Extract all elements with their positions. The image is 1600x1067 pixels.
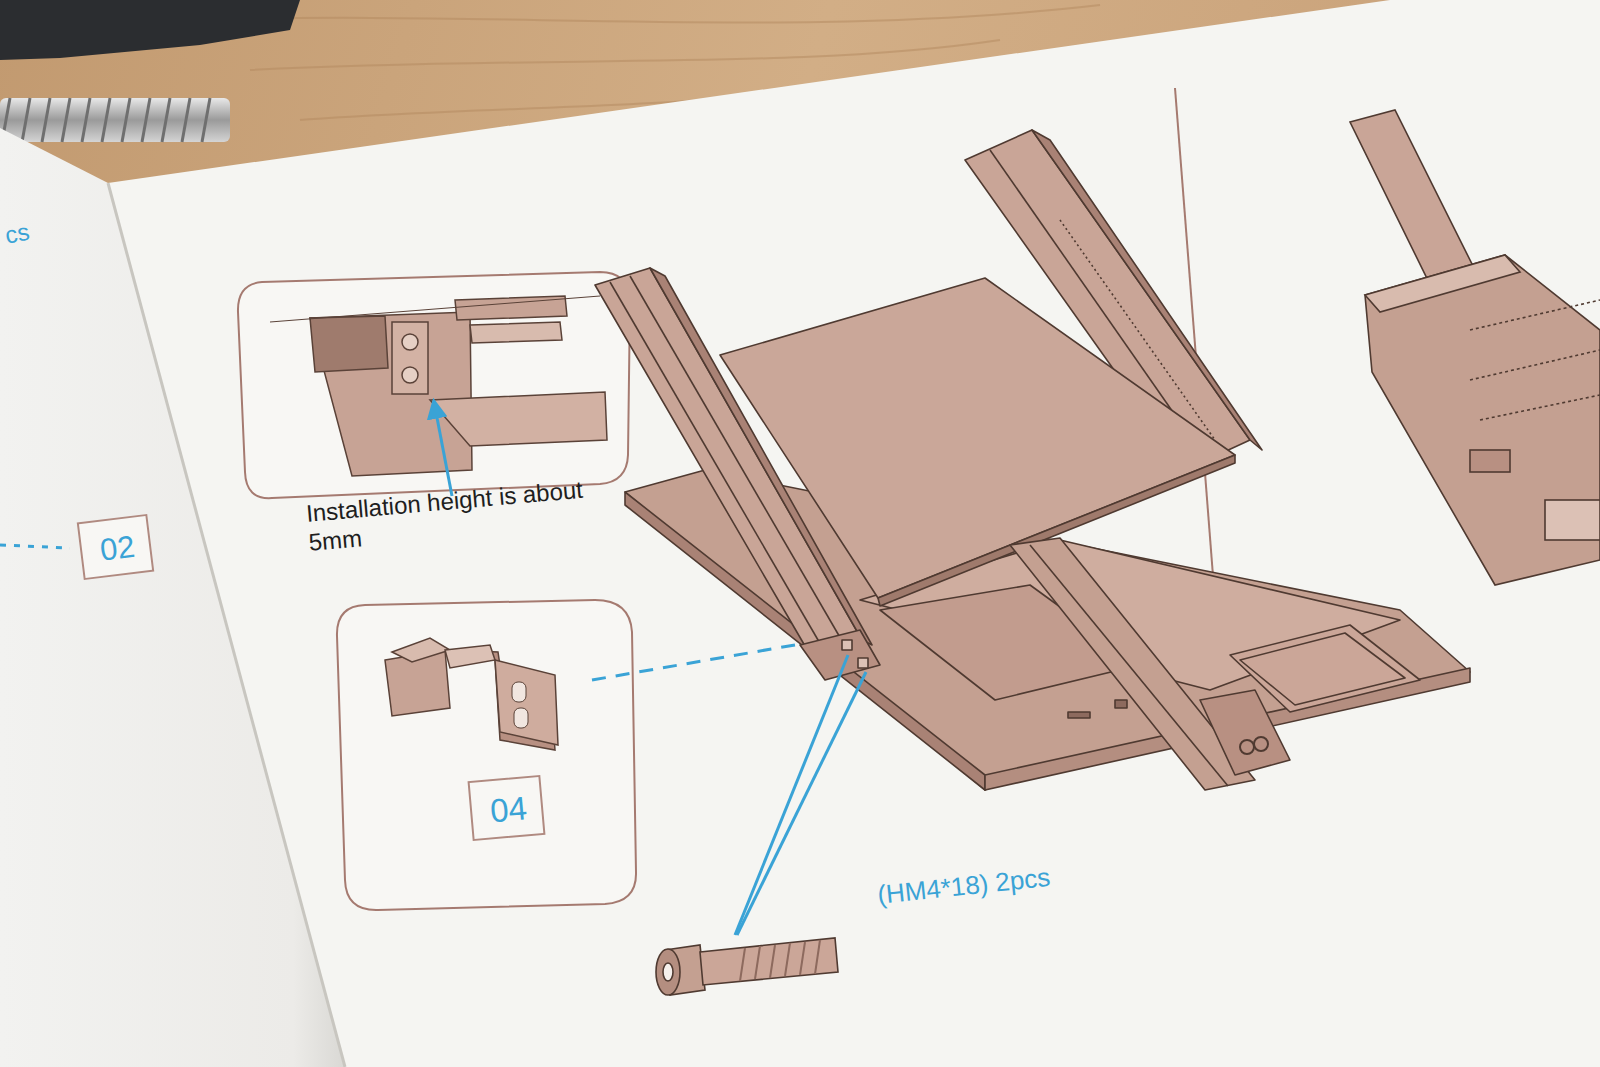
drawing-part <box>630 276 845 646</box>
drawing-part <box>514 708 528 728</box>
drawing-part <box>238 272 630 498</box>
printer-drawing <box>595 130 1470 790</box>
drawing-part <box>42 98 50 142</box>
drawing-part <box>1115 700 1127 708</box>
logo-symbol <box>1240 737 1268 754</box>
drawing-part <box>735 655 848 935</box>
drawing-part <box>470 322 562 343</box>
black-part <box>0 0 300 60</box>
left-page <box>0 128 345 1067</box>
drawing-part <box>1545 500 1600 540</box>
drawing-part <box>1200 690 1290 775</box>
screw-drawing <box>656 938 838 995</box>
drawing-part <box>142 98 150 142</box>
leader-line <box>735 655 866 935</box>
lead-screw <box>0 98 230 142</box>
drawing-part <box>1480 395 1600 420</box>
drawing-part <box>1240 633 1405 705</box>
drawing-part <box>122 98 130 142</box>
detail-inset <box>238 272 630 498</box>
drawing-part <box>495 660 558 745</box>
drawing-part <box>1365 255 1600 585</box>
step-number: 02 <box>98 529 133 569</box>
drawing-part <box>445 645 495 668</box>
leader-line <box>434 402 452 496</box>
drawing-part <box>1365 255 1520 312</box>
drawing-part <box>402 334 418 350</box>
drawing-part <box>182 98 190 142</box>
drawing-part <box>1470 300 1600 330</box>
drawing-part <box>270 296 600 322</box>
drawing-part <box>162 98 170 142</box>
drawing-part <box>1470 450 1510 472</box>
drawing-part <box>740 940 820 981</box>
drawing-part <box>700 938 838 985</box>
drawing-part <box>337 600 636 910</box>
drawing-part <box>202 98 210 142</box>
drawing-part <box>82 98 90 142</box>
drawing-part <box>785 943 790 976</box>
drawing-part <box>770 945 775 978</box>
drawing-part <box>858 658 868 668</box>
drawing-part <box>310 316 388 372</box>
screw-threads <box>2 98 210 142</box>
dashed-leader <box>0 545 70 548</box>
drawing-part <box>842 640 852 650</box>
step-number-box: 02 <box>77 514 155 580</box>
next-figure <box>1350 110 1600 585</box>
drawing-part <box>62 98 70 142</box>
drawing-part <box>512 682 526 702</box>
right-page <box>108 0 1600 1067</box>
drawing-part <box>815 940 820 974</box>
dashed-leader <box>592 642 812 680</box>
drawing-part <box>1254 737 1268 751</box>
drawing-part <box>1470 350 1600 380</box>
drawing-part <box>1030 545 1228 786</box>
step-number: 04 <box>489 790 525 831</box>
drawing-part <box>392 638 450 662</box>
drawing-part <box>310 312 472 476</box>
step-number-box: 04 <box>468 775 546 841</box>
drawing-part <box>610 282 825 652</box>
drawing-part <box>1240 740 1254 754</box>
drawing-part <box>200 5 1100 23</box>
drawing-part <box>22 98 30 142</box>
drawing-part <box>656 949 680 995</box>
drawing-part <box>430 392 607 446</box>
drawing-part <box>800 942 805 975</box>
part-inset <box>337 600 636 910</box>
drawing-part <box>650 268 872 645</box>
drawing-part <box>250 40 1000 70</box>
drawing-part <box>1010 538 1255 790</box>
drawing-part <box>1068 712 1090 718</box>
drawing-part <box>102 98 110 142</box>
drawing-part <box>392 322 428 394</box>
drawing-part <box>663 963 673 981</box>
drawing-part <box>755 946 760 979</box>
drawing-part <box>737 672 866 935</box>
drawing-part <box>402 367 418 383</box>
drawing-part <box>595 268 862 658</box>
drawing-part <box>740 948 745 981</box>
